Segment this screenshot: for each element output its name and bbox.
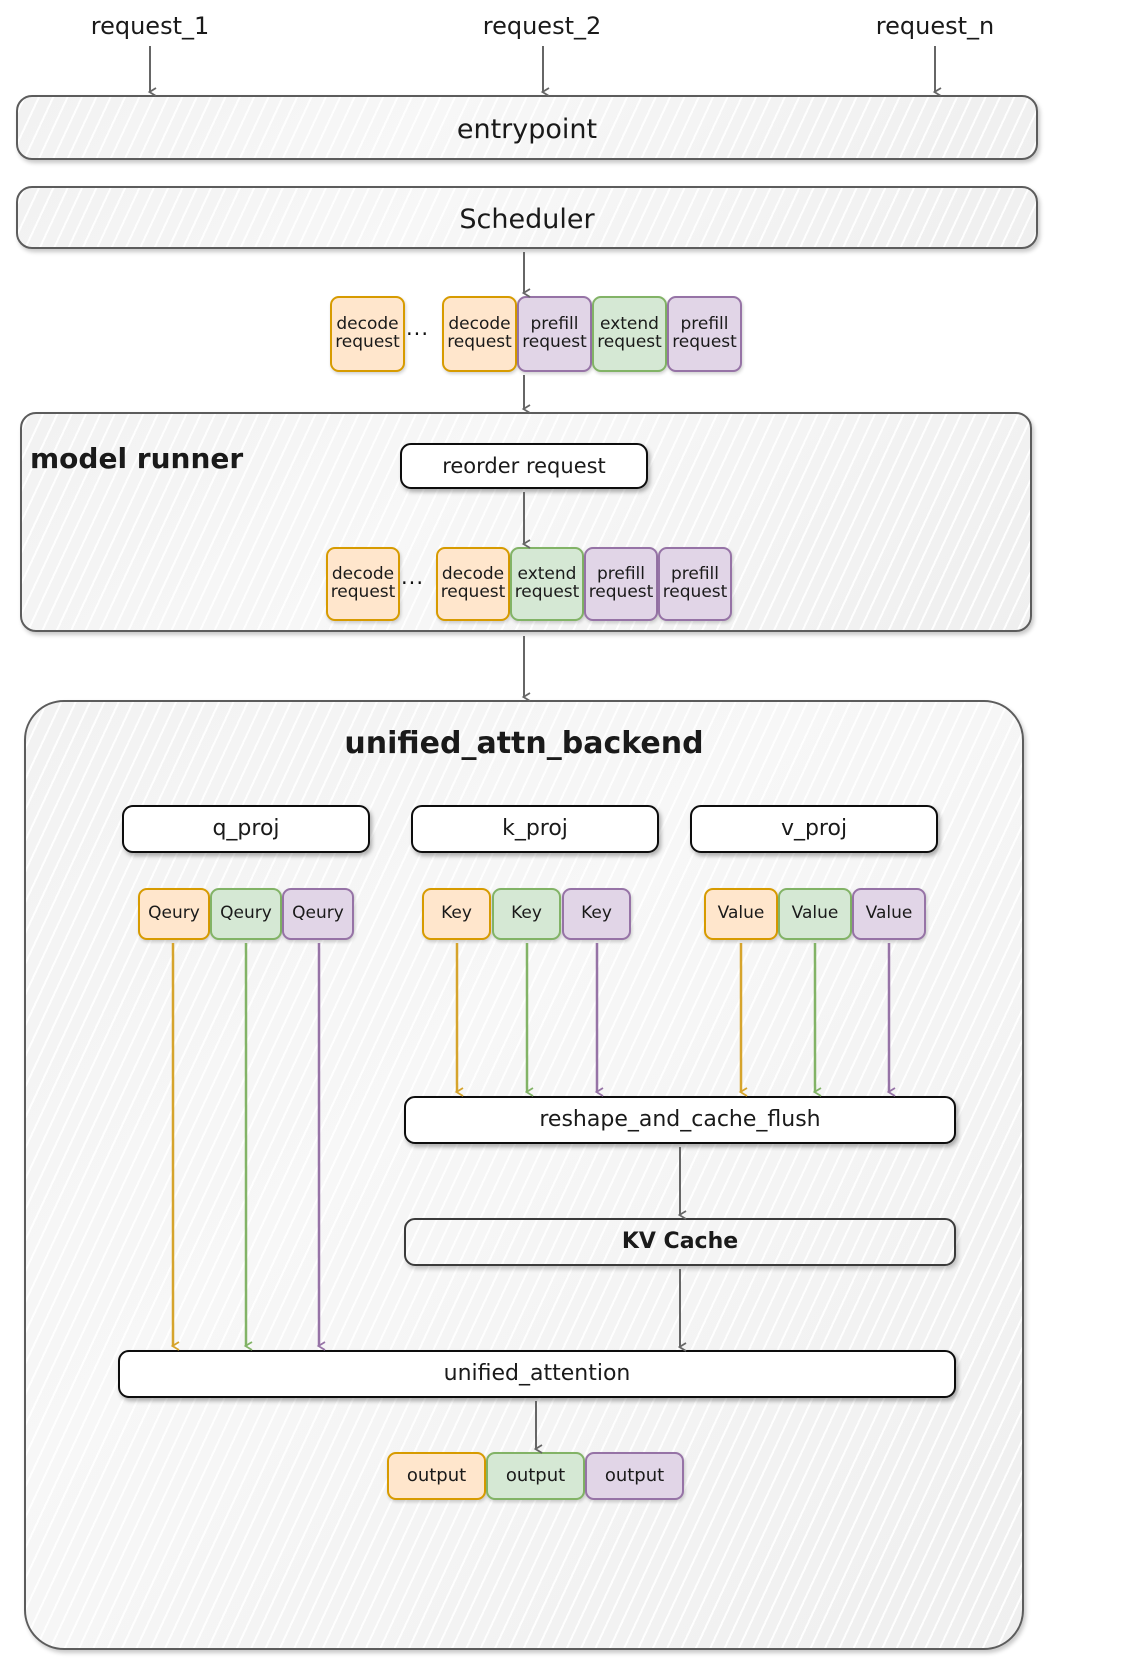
entrypoint-label: entrypoint — [456, 114, 598, 145]
entrypoint-container[interactable]: entrypoint — [16, 95, 1038, 160]
chip-line-1: extend — [600, 314, 659, 335]
output-token-purple[interactable]: output — [585, 1452, 684, 1500]
v-proj-box[interactable]: v_proj — [690, 805, 938, 853]
chip-line-2: request — [335, 332, 400, 352]
kv-cache-label: KV Cache — [621, 1229, 739, 1255]
output-token-label: output — [604, 1464, 665, 1486]
query-token-group: Qeury Qeury Qeury — [138, 888, 358, 940]
key-token-green[interactable]: Key — [492, 888, 561, 940]
key-token-purple[interactable]: Key — [562, 888, 631, 940]
query-token-label: Qeury — [220, 903, 272, 924]
reshape-and-cache-flush-box[interactable]: reshape_and_cache_flush — [404, 1096, 956, 1144]
input-label-request-1: request_1 — [90, 12, 210, 40]
chip-line-2: request — [672, 332, 737, 352]
scheduler-label: Scheduler — [459, 204, 595, 235]
scheduler-chip-extend[interactable]: extend request — [592, 296, 667, 372]
reshape-and-cache-flush-label: reshape_and_cache_flush — [539, 1107, 821, 1133]
value-token-label: Value — [865, 903, 913, 924]
chip-line-1: prefill — [596, 564, 646, 585]
chip-line-1: decode — [441, 564, 505, 585]
unified-attn-backend-title: unified_attn_backend — [344, 726, 704, 761]
output-token-label: output — [406, 1464, 467, 1486]
reordered-chip-decode-2[interactable]: decode request — [436, 547, 510, 621]
query-token-label: Qeury — [292, 903, 344, 924]
query-token-purple[interactable]: Qeury — [282, 888, 354, 940]
chip-line-2: request — [522, 332, 587, 352]
kv-cache-box[interactable]: KV Cache — [404, 1218, 956, 1266]
chip-line-1: prefill — [680, 314, 729, 335]
chip-line-1: extend — [517, 564, 577, 585]
k-proj-box[interactable]: k_proj — [411, 805, 659, 853]
chip-line-1: prefill — [670, 564, 720, 585]
chip-line-1: decode — [331, 564, 395, 585]
output-token-green[interactable]: output — [486, 1452, 585, 1500]
key-token-label: Key — [511, 903, 542, 924]
reordered-batch-ellipsis: ... — [401, 565, 425, 589]
scheduler-chip-prefill-2[interactable]: prefill request — [667, 296, 742, 372]
key-token-label: Key — [581, 903, 612, 924]
unified-attention-label: unified_attention — [443, 1361, 631, 1387]
chip-line-2: request — [514, 582, 580, 602]
chip-line-2: request — [440, 582, 506, 602]
output-token-label: output — [505, 1464, 566, 1486]
scheduler-batch-ellipsis: ... — [406, 316, 430, 340]
scheduler-batch: decode request ... decode request prefil… — [330, 296, 742, 372]
reordered-chip-extend[interactable]: extend request — [510, 547, 584, 621]
reordered-batch: decode request ... decode request extend… — [326, 547, 736, 621]
value-token-purple[interactable]: Value — [852, 888, 926, 940]
chip-line-2: request — [447, 332, 512, 352]
query-token-label: Qeury — [148, 903, 200, 924]
query-token-green[interactable]: Qeury — [210, 888, 282, 940]
value-token-green[interactable]: Value — [778, 888, 852, 940]
reordered-chip-prefill-2[interactable]: prefill request — [658, 547, 732, 621]
value-token-group: Value Value Value — [704, 888, 926, 940]
chip-line-2: request — [662, 582, 728, 602]
chip-line-2: request — [330, 582, 396, 602]
chip-line-1: decode — [336, 314, 399, 335]
reordered-chip-decode-1[interactable]: decode request — [326, 547, 400, 621]
chip-line-2: request — [597, 332, 662, 352]
reorder-request-box[interactable]: reorder request — [400, 443, 648, 489]
value-token-orange[interactable]: Value — [704, 888, 778, 940]
k-proj-label: k_proj — [502, 816, 568, 842]
scheduler-chip-prefill-1[interactable]: prefill request — [517, 296, 592, 372]
unified-attention-box[interactable]: unified_attention — [118, 1350, 956, 1398]
input-label-request-n: request_n — [875, 12, 995, 40]
scheduler-container[interactable]: Scheduler — [16, 186, 1038, 249]
q-proj-label: q_proj — [212, 816, 280, 842]
key-token-label: Key — [441, 903, 472, 924]
output-token-orange[interactable]: output — [387, 1452, 486, 1500]
key-token-group: Key Key Key — [422, 888, 631, 940]
input-label-request-2: request_2 — [482, 12, 602, 40]
key-token-orange[interactable]: Key — [422, 888, 491, 940]
chip-line-1: decode — [448, 314, 511, 335]
chip-line-2: request — [588, 582, 654, 602]
v-proj-label: v_proj — [780, 816, 848, 842]
value-token-label: Value — [791, 903, 839, 924]
q-proj-box[interactable]: q_proj — [122, 805, 370, 853]
scheduler-chip-decode-2[interactable]: decode request — [442, 296, 517, 372]
scheduler-chip-decode-1[interactable]: decode request — [330, 296, 405, 372]
value-token-label: Value — [717, 903, 765, 924]
chip-line-1: prefill — [530, 314, 579, 335]
model-runner-label: model runner — [30, 442, 244, 475]
reordered-chip-prefill-1[interactable]: prefill request — [584, 547, 658, 621]
output-token-group: output output output — [387, 1452, 684, 1500]
reorder-request-label: reorder request — [442, 453, 606, 478]
query-token-orange[interactable]: Qeury — [138, 888, 210, 940]
